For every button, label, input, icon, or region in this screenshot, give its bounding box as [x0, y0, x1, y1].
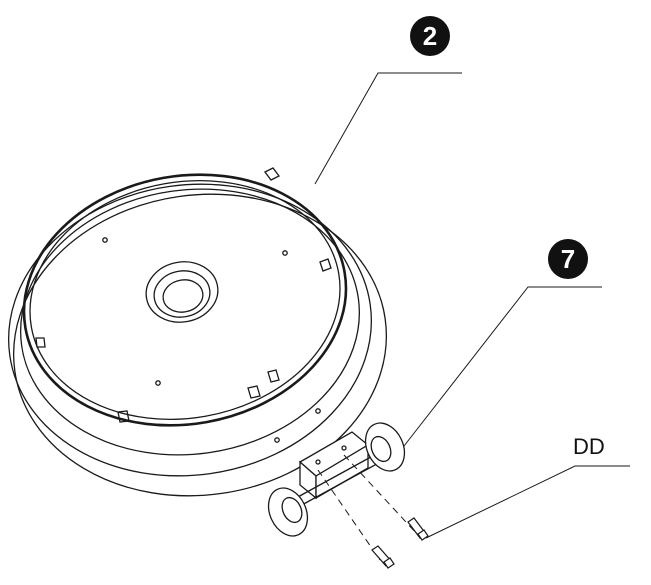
mount-hole: [315, 408, 321, 414]
leader-part-7: [403, 286, 602, 447]
screw-label-dd: DD: [573, 434, 605, 459]
bracket-hole: [315, 459, 321, 465]
callout-number-7: 7: [561, 244, 575, 274]
callout-badge-2: 2: [410, 16, 450, 56]
screw-dd-2: [407, 517, 429, 541]
wheel-assembly: [267, 422, 406, 537]
hub-outer: [145, 261, 219, 323]
callout-number-2: 2: [423, 21, 437, 51]
leader-part-2: [314, 72, 462, 185]
bracket-hole: [341, 445, 347, 451]
round-base: [7, 167, 388, 497]
rim-clip: [319, 258, 332, 272]
mount-hole: [282, 250, 288, 256]
mount-hole: [274, 437, 280, 443]
axle: [295, 451, 385, 507]
axle-bracket-front: [315, 443, 369, 500]
leader-dd: [425, 465, 630, 539]
rim-clip: [267, 369, 280, 383]
base-outer-rim: [7, 183, 373, 477]
base-rim-inner: [20, 188, 360, 456]
rim-clip: [117, 410, 130, 423]
hub-middle: [153, 270, 211, 318]
base-top-face-inner: [29, 180, 341, 420]
hub-inner: [162, 279, 204, 313]
screw-dd-1: [371, 545, 395, 569]
rim-clip: [35, 337, 46, 348]
leader-lines: [314, 72, 630, 539]
rim-clip: [264, 167, 280, 181]
base-bottom-shell: [12, 193, 388, 497]
assembly-guide-lines: [317, 454, 419, 561]
left-wheel-hub: [281, 496, 303, 524]
right-wheel-hub: [370, 435, 392, 463]
rim-clip: [247, 385, 261, 399]
mount-hole: [102, 237, 108, 243]
base-top-face-outer: [22, 173, 348, 427]
callout-badge-7: 7: [548, 239, 588, 279]
mount-hole: [155, 380, 161, 386]
